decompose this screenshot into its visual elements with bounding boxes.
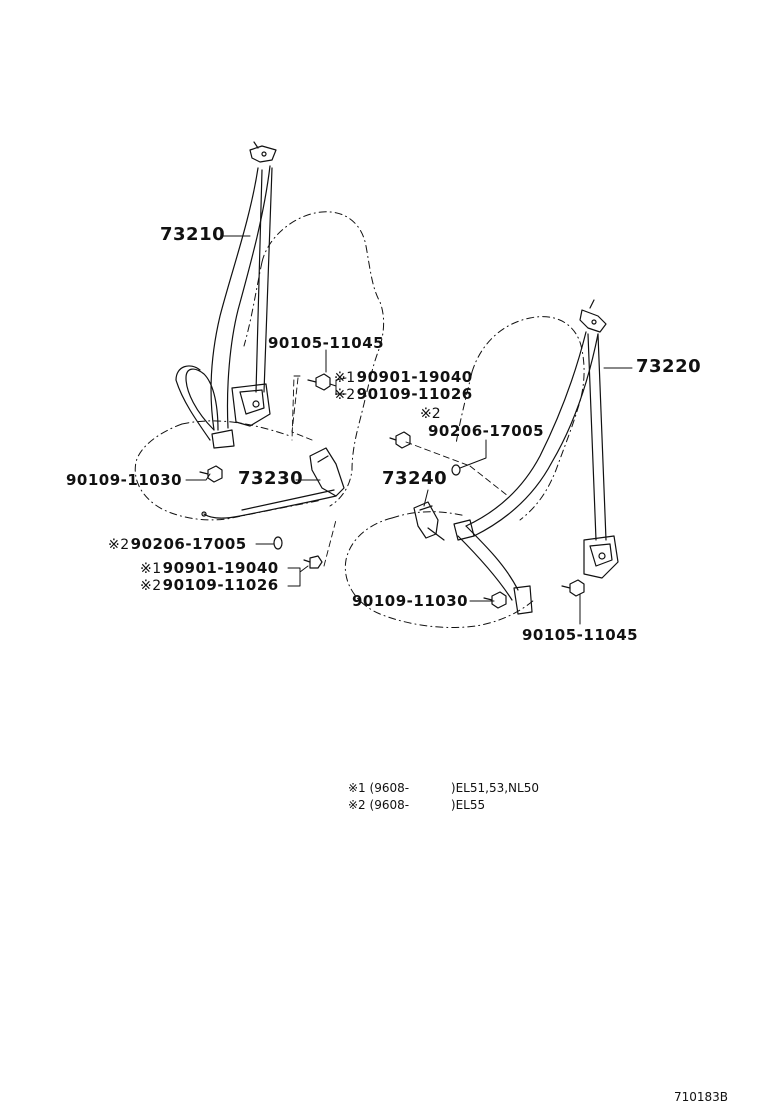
label-left-buckle-bolt-1: ※190901-19040: [140, 559, 279, 577]
label-right-retractor-bolt: 90105-11045: [522, 626, 639, 644]
right-seat-belt-73220: [453, 299, 619, 615]
label-left-washer: ※290206-17005: [108, 535, 247, 553]
note-mark: ※1: [348, 781, 366, 795]
buckle-73240: [413, 501, 445, 541]
note-line-1: ※1 (9608- )EL51,53,NL50: [348, 781, 539, 795]
variant-mark: ※1: [334, 370, 356, 386]
left-seat-outline: [134, 211, 385, 521]
leader-lines: [185, 235, 633, 625]
label-left-anchor-bolt-2: ※290109-11026: [334, 385, 473, 403]
label-right-washer: 90206-17005: [428, 422, 545, 440]
left-seat-belt-73210: [175, 141, 277, 449]
note-mark: ※2: [348, 798, 366, 812]
part-number: 90109-11026: [356, 385, 473, 403]
label-left-upper-bolt: 90105-11045: [268, 334, 385, 352]
note-models: )EL51,53,NL50: [450, 781, 539, 795]
variant-mark: ※2: [334, 387, 356, 403]
part-number: 90109-11026: [162, 576, 279, 594]
label-left-buckle-bolt-2: ※290109-11026: [140, 576, 279, 594]
label-73210: 73210: [160, 224, 226, 245]
note-date: (9608-: [369, 798, 410, 812]
buckle-73230: [201, 447, 345, 519]
variant-mark: ※1: [140, 561, 162, 577]
alignment-lines: [291, 375, 509, 567]
note-models: )EL55: [450, 798, 486, 812]
left-fasteners: [199, 373, 331, 569]
part-number: 90206-17005: [130, 535, 247, 553]
label-left-lower-bolt: 90109-11030: [66, 471, 183, 489]
label-73240: 73240: [382, 468, 448, 489]
part-number: 90901-19040: [356, 368, 473, 386]
right-fasteners: [389, 431, 585, 609]
label-left-anchor-bolt-1: ※190901-19040: [334, 368, 473, 386]
label-73220: 73220: [636, 356, 702, 377]
part-number: 90901-19040: [162, 559, 279, 577]
label-right-lower-bolt: 90109-11030: [352, 592, 469, 610]
variant-mark: ※2: [108, 537, 130, 553]
note-date: (9608-: [369, 781, 410, 795]
label-73230: 73230: [238, 468, 304, 489]
right-seat-outline: [344, 316, 585, 628]
variant-mark: ※2: [140, 578, 162, 594]
label-right-washer-mark: ※2: [420, 406, 441, 422]
note-line-2: ※2 (9608- )EL55: [348, 798, 485, 812]
figure-id: 710183B: [674, 1090, 729, 1104]
